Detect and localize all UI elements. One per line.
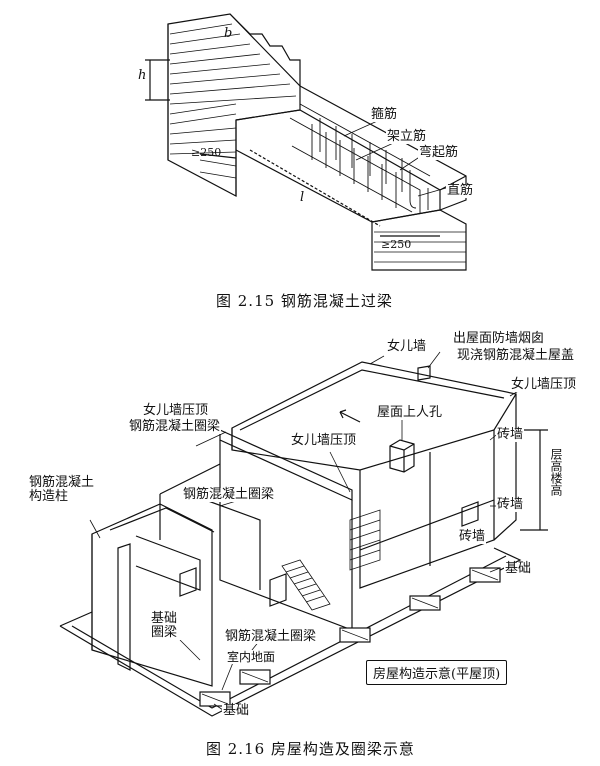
- label-ring-beam-1: 钢筋混凝土圈梁: [128, 419, 222, 434]
- label-foundation-ring-beam: 基础圈梁: [150, 612, 184, 640]
- label-bent-bar: 弯起筋: [418, 145, 460, 160]
- lintel-drawing: [145, 13, 467, 271]
- house-drawing: [59, 351, 548, 717]
- label-parapet-coping-left: 女儿墙压顶: [142, 403, 210, 418]
- label-foundation-bottom: 基础: [222, 703, 251, 718]
- label-brick-wall-2: 砖墙: [496, 497, 525, 512]
- label-stirrup: 箍筋: [370, 107, 399, 122]
- diagram-title-box: 房屋构造示意(平屋顶): [366, 660, 508, 685]
- label-ring-beam-2: 钢筋混凝土圈梁: [182, 487, 276, 502]
- label-foundation-right: 基础: [504, 561, 533, 576]
- label-erection-bar: 架立筋: [386, 129, 428, 144]
- label-roof-hatch: 屋面上人孔: [376, 405, 444, 420]
- width-symbol: b: [224, 26, 233, 41]
- height-symbol: h: [138, 68, 147, 83]
- label-brick-wall-1: 砖墙: [496, 427, 525, 442]
- label-parapet-coping-mid: 女儿墙压顶: [290, 433, 358, 448]
- label-parapet: 女儿墙: [386, 339, 428, 354]
- label-storey-height: 层高楼高: [548, 448, 565, 496]
- label-constructional-column: 钢筋混凝土构造柱: [28, 476, 100, 504]
- label-ring-beam-3: 钢筋混凝土圈梁: [224, 629, 318, 644]
- span-symbol: l: [300, 190, 305, 205]
- figure-2-16-caption: 图 2.16 房屋构造及圈梁示意: [206, 740, 415, 758]
- label-cast-roof: 现浇钢筋混凝土屋盖: [456, 348, 576, 363]
- label-straight-bar: 直筋: [446, 183, 475, 198]
- label-brick-wall-3: 砖墙: [458, 529, 487, 544]
- figure-2-15-caption: 图 2.15 钢筋混凝土过梁: [216, 292, 393, 310]
- left-bearing-length: ≥250: [191, 146, 222, 159]
- label-indoor-floor: 室内地面: [226, 650, 277, 664]
- label-chimney: 出屋面防墙烟囱: [452, 331, 546, 346]
- label-parapet-coping-right: 女儿墙压顶: [510, 377, 578, 392]
- right-bearing-length: ≥250: [381, 238, 412, 251]
